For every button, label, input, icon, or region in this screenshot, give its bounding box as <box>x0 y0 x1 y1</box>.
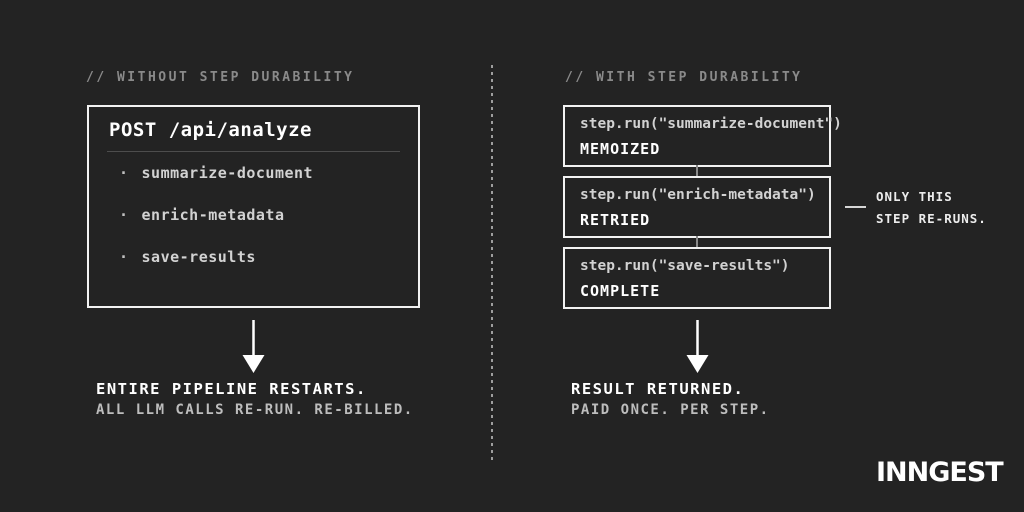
left-result-subtitle: ALL LLM CALLS RE-RUN. RE-BILLED. <box>96 402 414 418</box>
step-box-summarize: step.run("summarize-document") MEMOIZED <box>563 105 842 167</box>
step-connector <box>696 165 698 176</box>
pipeline-item-label: save-results <box>141 248 256 266</box>
bullet-icon: · <box>119 164 129 182</box>
annotation-line-1: ONLY THIS <box>876 189 953 204</box>
step-code: step.run("enrich-metadata") <box>580 187 816 203</box>
annotation-pointer-line <box>845 206 866 208</box>
inngest-logo: INNGEST <box>876 457 1004 488</box>
left-column-header: // WITHOUT STEP DURABILITY <box>86 70 355 85</box>
left-result-title: ENTIRE PIPELINE RESTARTS. <box>96 380 367 398</box>
pipeline-item-label: summarize-document <box>141 164 314 182</box>
pipeline-item: · enrich-metadata <box>119 206 285 224</box>
step-connector <box>696 236 698 247</box>
down-arrow-icon <box>242 320 265 373</box>
step-status: MEMOIZED <box>580 140 661 158</box>
pipeline-item: · summarize-document <box>119 164 313 182</box>
right-result-subtitle: PAID ONCE. PER STEP. <box>571 402 770 418</box>
step-status: COMPLETE <box>580 282 661 300</box>
step-status: RETRIED <box>580 211 651 229</box>
pipeline-box: POST /api/analyze · summarize-document ·… <box>87 105 420 308</box>
right-column-header: // WITH STEP DURABILITY <box>565 70 803 85</box>
step-box-enrich: step.run("enrich-metadata") RETRIED <box>563 176 831 238</box>
step-code: step.run("summarize-document") <box>580 116 842 132</box>
annotation-text: ONLY THIS STEP RE-RUNS. <box>876 186 987 230</box>
right-result-title: RESULT RETURNED. <box>571 380 745 398</box>
pipeline-item: · save-results <box>119 248 256 266</box>
down-arrow-icon <box>686 320 709 373</box>
step-box-save: step.run("save-results") COMPLETE <box>563 247 831 309</box>
step-code: step.run("save-results") <box>580 258 790 274</box>
bullet-icon: · <box>119 206 129 224</box>
bullet-icon: · <box>119 248 129 266</box>
pipeline-title: POST /api/analyze <box>109 119 312 141</box>
pipeline-item-label: enrich-metadata <box>141 206 285 224</box>
annotation-line-2: STEP RE-RUNS. <box>876 211 987 226</box>
dotted-divider <box>491 65 493 462</box>
pipeline-divider <box>107 151 400 152</box>
